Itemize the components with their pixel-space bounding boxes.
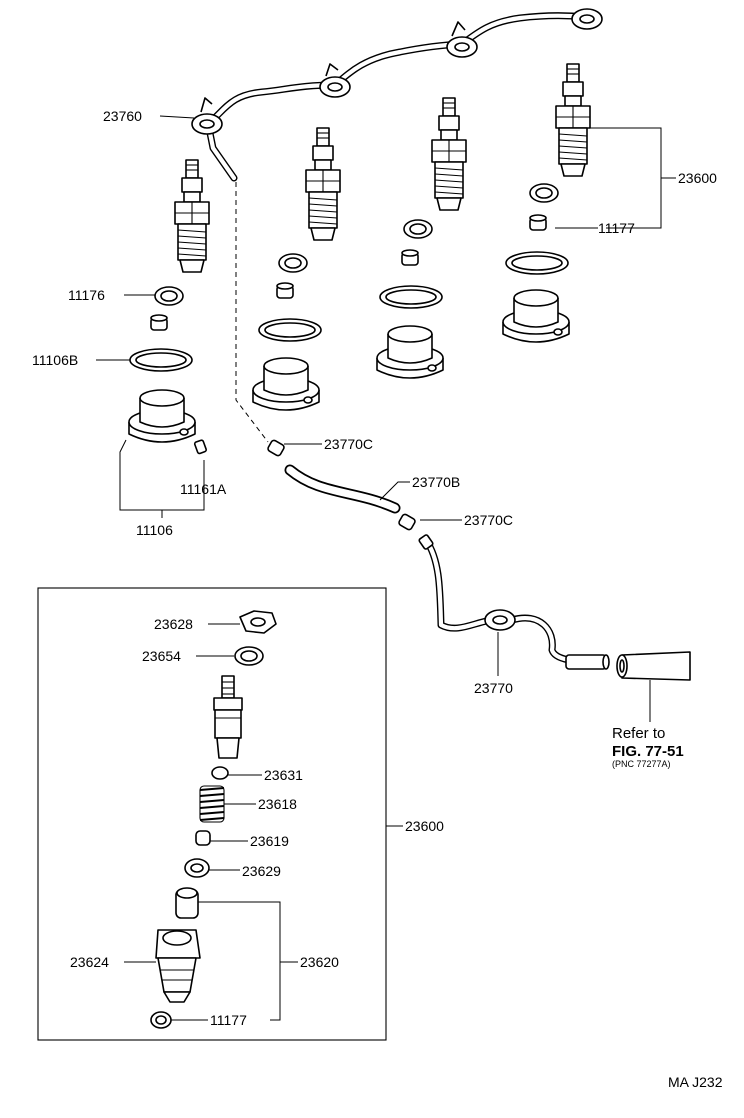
label-23770c-b: 23770C — [464, 512, 513, 528]
figure-code: MA J232 — [668, 1074, 723, 1090]
holder-body — [213, 675, 243, 759]
injector-1 — [174, 159, 210, 273]
label-23760: 23760 — [103, 108, 142, 124]
label-23620: 23620 — [300, 954, 339, 970]
reference-line-2: FIG. 77-51 — [612, 743, 684, 760]
label-23600-top: 23600 — [678, 170, 717, 186]
nut-23628 — [239, 610, 277, 634]
exploded-view-box — [37, 587, 387, 1041]
label-11176: 11176 — [68, 287, 105, 303]
label-11106: 11106 — [136, 522, 173, 538]
label-11161a: 11161A — [180, 481, 227, 497]
label-23770: 23770 — [474, 680, 513, 696]
label-23629: 23629 — [242, 863, 281, 879]
leader-lines — [96, 115, 676, 1021]
injector-2 — [305, 127, 341, 241]
nozzle-23620 — [175, 887, 199, 919]
reference-line-1: Refer to — [612, 725, 665, 742]
label-23628: 23628 — [154, 616, 193, 632]
label-23770b: 23770B — [412, 474, 460, 490]
spring-23618 — [199, 785, 225, 823]
label-23631: 23631 — [264, 767, 303, 783]
label-23600-box: 23600 — [405, 818, 444, 834]
reference-line-3: (PNC 77277A) — [612, 759, 671, 769]
label-23618: 23618 — [258, 796, 297, 812]
label-23624: 23624 — [70, 954, 109, 970]
label-11177-top: 11177 — [598, 220, 635, 236]
label-11177-box: 11177 — [210, 1012, 247, 1028]
retaining-nut-23624 — [155, 929, 201, 1003]
label-23654: 23654 — [142, 648, 181, 664]
label-23770c-a: 23770C — [324, 436, 373, 452]
label-23619: 23619 — [250, 833, 289, 849]
label-11106b: 11106B — [32, 352, 78, 368]
injector-4 — [555, 63, 591, 177]
injection-pipe-assembly — [191, 8, 603, 182]
injector-3 — [431, 97, 467, 211]
